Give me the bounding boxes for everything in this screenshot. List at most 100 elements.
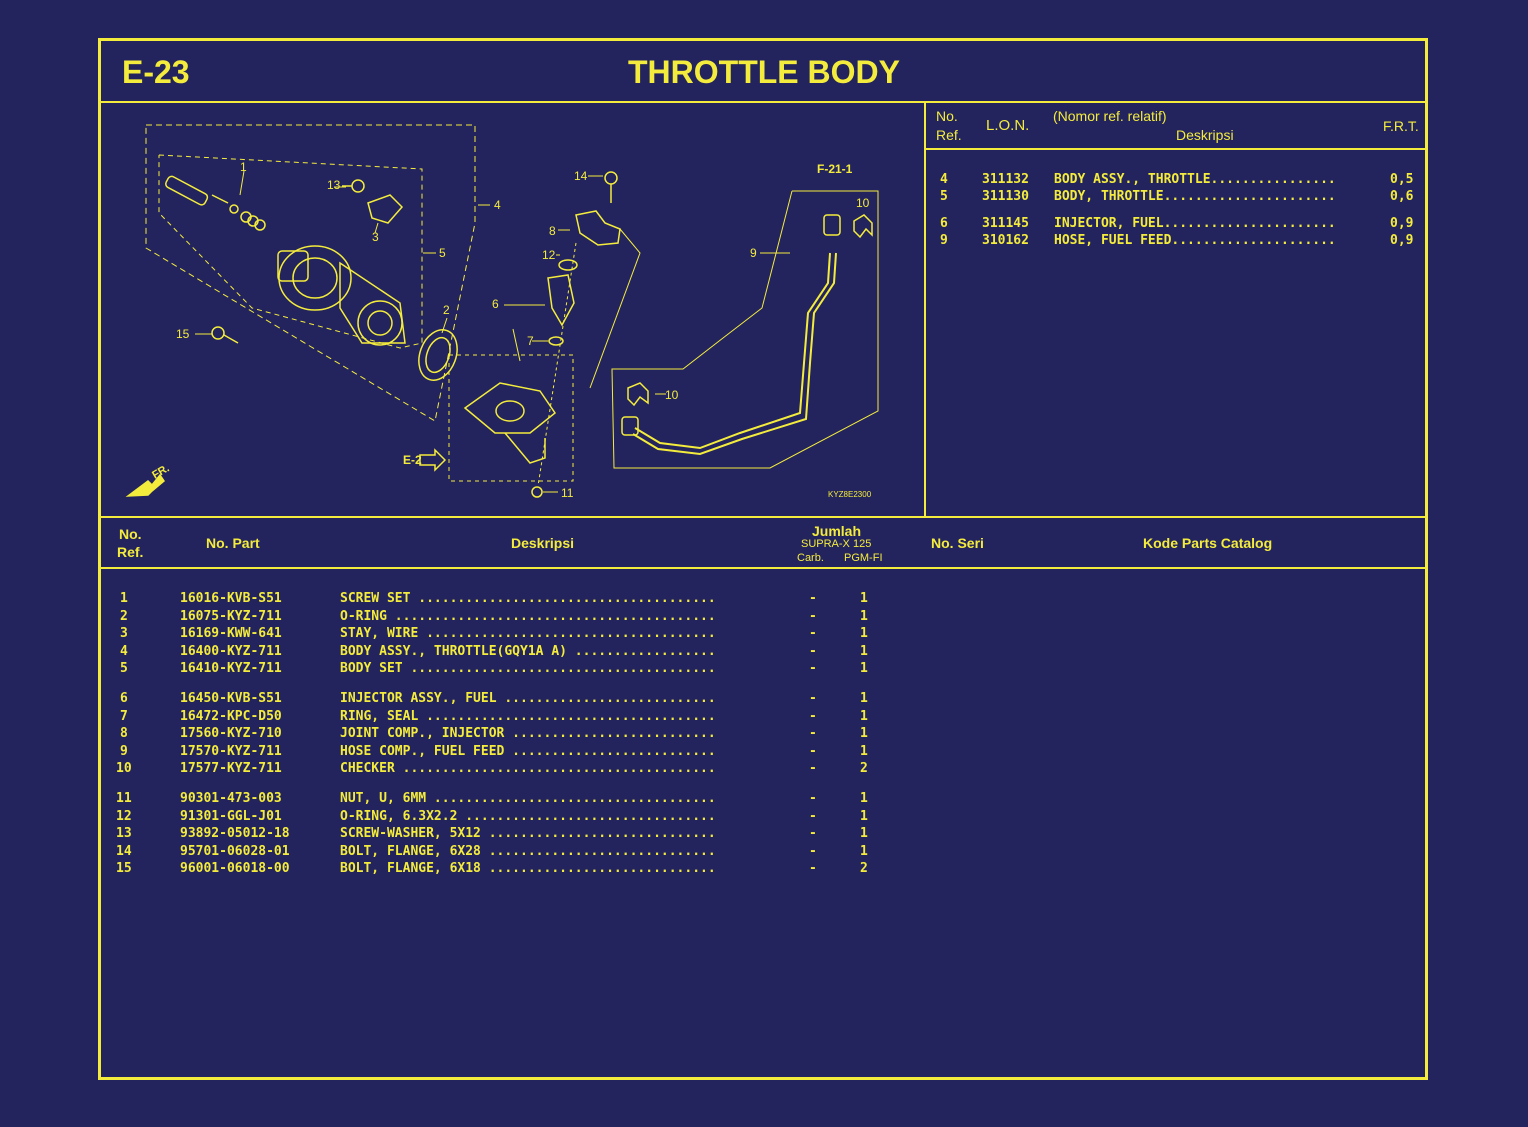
- part-qty-carb: -: [809, 643, 817, 659]
- part-number: 17570-KYZ-711: [180, 743, 282, 759]
- part-number: 16075-KYZ-711: [180, 608, 282, 624]
- callout-11: 11: [561, 486, 574, 500]
- part-number: 90301-473-003: [180, 791, 282, 806]
- part-2-o-ring-inner: [425, 336, 451, 374]
- part-qty-pgmfi: 1: [860, 743, 868, 759]
- part-qty-carb: -: [809, 791, 817, 806]
- callout-10-top: 10: [856, 196, 870, 210]
- part-qty-carb: -: [809, 661, 817, 676]
- e2-arrow: [419, 448, 447, 472]
- callout-14: 14: [574, 169, 588, 183]
- part-desc: HOSE COMP., FUEL FEED ..................…: [340, 743, 716, 759]
- page-title: THROTTLE BODY: [628, 54, 900, 90]
- callout-5: 5: [439, 246, 446, 260]
- part-qty-carb: -: [809, 808, 817, 824]
- part-1-screw-set: [165, 175, 266, 231]
- part-qty-pgmfi: 1: [860, 708, 868, 724]
- part-desc: CHECKER ................................…: [340, 761, 716, 776]
- part-qty-pgmfi: 1: [860, 726, 868, 741]
- part-number: 16016-KVB-S51: [180, 591, 282, 606]
- header-divider: [100, 101, 1428, 103]
- part-number: 16400-KYZ-711: [180, 643, 282, 659]
- frt-value: 0,9: [1390, 233, 1414, 248]
- part-number: 16169-KWW-641: [180, 626, 282, 641]
- part-desc: BOLT, FLANGE, 6X28 .....................…: [340, 843, 716, 859]
- page-frame: [98, 38, 1428, 1080]
- part-number: 16450-KVB-S51: [180, 691, 282, 706]
- part-ref: 6: [120, 691, 128, 706]
- callout-10-bottom: 10: [665, 388, 679, 402]
- frt-col-lon: L.O.N.: [986, 117, 1030, 134]
- part-qty-carb: -: [809, 826, 817, 841]
- callout-7: 7: [527, 334, 534, 348]
- part-ref: 9: [120, 743, 128, 759]
- part-10-checker-bottom: [627, 382, 649, 407]
- group-outline-4: [145, 124, 476, 422]
- part-ref: 8: [120, 726, 128, 741]
- parts-col-no-part: No. Part: [206, 535, 260, 551]
- part-qty-pgmfi: 1: [860, 626, 868, 641]
- part-ref: 7: [120, 708, 128, 724]
- part-qty-pgmfi: 2: [860, 861, 868, 876]
- part-number: 91301-GGL-J01: [180, 808, 282, 824]
- callout-15: 15: [176, 327, 190, 341]
- parts-col-no: No.: [119, 526, 142, 542]
- frt-desc: BODY, THROTTLE......................: [1054, 189, 1336, 204]
- part-qty-carb: -: [809, 708, 817, 724]
- part-number: 96001-06018-00: [180, 861, 290, 876]
- callout-4: 4: [494, 198, 501, 212]
- page-code: E-23: [122, 54, 190, 90]
- part-15-bolt: [211, 326, 239, 344]
- part-9-hose-fuel-feed: [621, 214, 841, 456]
- frt-lon: 311130: [982, 189, 1029, 204]
- part-14-bolt: [604, 171, 618, 203]
- part-desc: JOINT COMP., INJECTOR ..................…: [340, 726, 716, 741]
- parts-col-carb: Carb.: [797, 552, 824, 564]
- part-desc: O-RING, 6.3X2.2 ........................…: [340, 808, 716, 824]
- frt-ref: 6: [940, 216, 948, 231]
- callout-8: 8: [549, 224, 556, 238]
- diagram-divider: [924, 101, 926, 518]
- part-11-nut: [531, 486, 543, 498]
- frt-col-deskripsi: Deskripsi: [1176, 127, 1234, 143]
- part-qty-carb: -: [809, 691, 817, 706]
- part-5-throttle-body: [277, 245, 406, 346]
- hose-box: [611, 190, 879, 469]
- group-outline-11: [448, 354, 574, 482]
- part-qty-pgmfi: 1: [860, 791, 868, 806]
- part-desc: BODY ASSY., THROTTLE(GQY1A A) ..........…: [340, 643, 716, 659]
- fr-arrow: [125, 473, 165, 497]
- part-ref: 12: [116, 808, 132, 824]
- parts-col-kode: Kode Parts Catalog: [1143, 535, 1273, 551]
- part-desc: SCREW SET ..............................…: [340, 591, 716, 606]
- part-desc: STAY, WIRE .............................…: [340, 626, 716, 641]
- part-ref: 4: [120, 643, 128, 659]
- part-qty-carb: -: [809, 591, 817, 606]
- throttle-body-exploded-diagram: [125, 124, 879, 498]
- frt-desc: HOSE, FUEL FEED.....................: [1054, 233, 1336, 248]
- frt-header-divider: [926, 148, 1428, 150]
- parts-header-divider: [100, 567, 1428, 569]
- part-number: 17560-KYZ-710: [180, 726, 282, 741]
- frt-value: 0,6: [1390, 189, 1414, 204]
- parts-col-deskripsi: Deskripsi: [511, 535, 575, 551]
- frt-value: 0,9: [1390, 216, 1414, 231]
- part-qty-carb: -: [809, 843, 817, 859]
- part-qty-pgmfi: 1: [860, 661, 868, 676]
- frt-desc: BODY ASSY., THROTTLE................: [1054, 172, 1336, 187]
- parts-col-no-seri: No. Seri: [931, 535, 984, 551]
- ref-f21-label: F-21-1: [817, 162, 853, 176]
- part-8-joint: [575, 210, 621, 246]
- part-ref: 10: [116, 761, 132, 776]
- part-qty-pgmfi: 1: [860, 826, 868, 841]
- part-number: 93892-05012-18: [180, 826, 290, 841]
- part-qty-pgmfi: 1: [860, 643, 868, 659]
- frt-col-no: No.: [936, 108, 958, 124]
- part-qty-carb: -: [809, 861, 817, 876]
- parts-col-pgmfi: PGM-FI: [844, 552, 883, 564]
- part-qty-pgmfi: 1: [860, 808, 868, 824]
- part-7-seal-ring: [548, 336, 564, 346]
- part-number: 17577-KYZ-711: [180, 761, 282, 776]
- part-qty-carb: -: [809, 726, 817, 741]
- part-ref: 5: [120, 661, 128, 676]
